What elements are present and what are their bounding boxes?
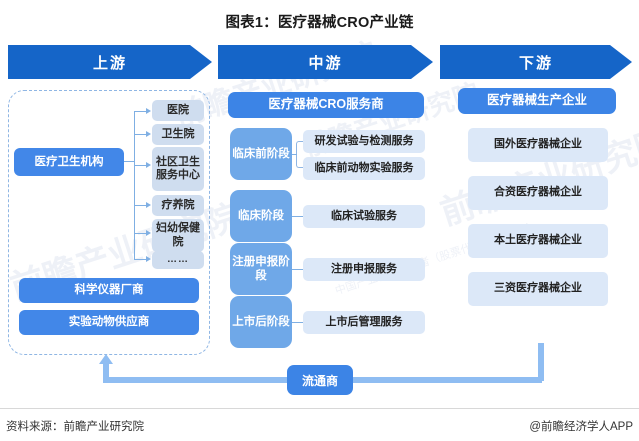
footer-divider <box>0 408 639 409</box>
midstream-stage-3[interactable]: 上市后阶段 <box>230 296 292 348</box>
downstream-item-0[interactable]: 国外医疗器械企业 <box>468 128 608 162</box>
flow-line-horizontal-left <box>103 377 289 383</box>
branch-arrow-icon <box>146 162 151 168</box>
flow-line-horizontal-right <box>353 377 542 383</box>
flow-distributor-box[interactable]: 流通商 <box>287 365 353 395</box>
flow-line-up-left <box>103 364 109 381</box>
midstream-stage-0[interactable]: 临床前阶段 <box>230 128 292 180</box>
branch-arrow-icon <box>146 256 151 262</box>
midstream-header[interactable]: 医疗器械CRO服务商 <box>228 92 424 118</box>
branch-line <box>134 205 146 207</box>
source-note: 资料来源：前瞻产业研究院 <box>6 421 144 433</box>
midstream-stage-2[interactable]: 注册申报阶段 <box>230 243 292 295</box>
upstream-trunk-line <box>134 111 136 259</box>
downstream-header[interactable]: 医疗器械生产企业 <box>458 88 616 114</box>
upstream-root-stub <box>124 161 134 163</box>
upstream-branch-5[interactable]: …… <box>152 251 204 269</box>
branch-arrow-icon <box>146 108 151 114</box>
flow-line-down-right <box>538 343 544 381</box>
brand-note: @前瞻经济学人APP <box>529 421 633 433</box>
branch-line <box>134 259 146 261</box>
branch-line <box>134 111 146 113</box>
midstream-stage-1-service-0[interactable]: 临床试验服务 <box>303 205 425 228</box>
upstream-branch-0[interactable]: 医院 <box>152 100 204 121</box>
downstream-item-1[interactable]: 合资医疗器械企业 <box>468 176 608 210</box>
banner-downstream: 下游 <box>440 45 632 79</box>
banner-midstream: 中游 <box>218 45 433 79</box>
midstream-stage-1[interactable]: 临床阶段 <box>230 190 292 242</box>
stage-bracket <box>296 141 303 168</box>
upstream-branch-1[interactable]: 卫生院 <box>152 124 204 145</box>
stage-stub-line <box>292 154 297 156</box>
page-title: 图表1：医疗器械CRO产业链 <box>225 15 414 31</box>
flow-arrow-up-icon <box>99 354 113 364</box>
branch-arrow-icon <box>146 202 151 208</box>
upstream-branch-4[interactable]: 妇幼保健院 <box>152 219 204 252</box>
branch-line <box>134 134 146 136</box>
midstream-stage-0-service-0[interactable]: 研发试验与检测服务 <box>303 130 425 153</box>
stage-stub-line <box>292 216 303 218</box>
downstream-item-3[interactable]: 三资医疗器械企业 <box>468 272 608 306</box>
branch-arrow-icon <box>146 131 151 137</box>
branch-arrow-icon <box>146 230 151 236</box>
upstream-other-0[interactable]: 科学仪器厂商 <box>19 278 199 303</box>
upstream-branch-2[interactable]: 社区卫生服务中心 <box>152 147 204 191</box>
upstream-root-box[interactable]: 医疗卫生机构 <box>14 148 124 176</box>
midstream-stage-3-service-0[interactable]: 上市后管理服务 <box>303 311 425 334</box>
midstream-stage-0-service-1[interactable]: 临床前动物实验服务 <box>303 157 425 180</box>
stage-stub-line <box>292 269 303 271</box>
upstream-branch-3[interactable]: 疗养院 <box>152 195 204 216</box>
midstream-stage-2-service-0[interactable]: 注册申报服务 <box>303 258 425 281</box>
branch-line <box>134 233 146 235</box>
stage-stub-line <box>292 322 303 324</box>
branch-line <box>134 165 146 167</box>
upstream-other-1[interactable]: 实验动物供应商 <box>19 310 199 335</box>
downstream-item-2[interactable]: 本土医疗器械企业 <box>468 224 608 258</box>
banner-upstream: 上游 <box>8 45 212 79</box>
